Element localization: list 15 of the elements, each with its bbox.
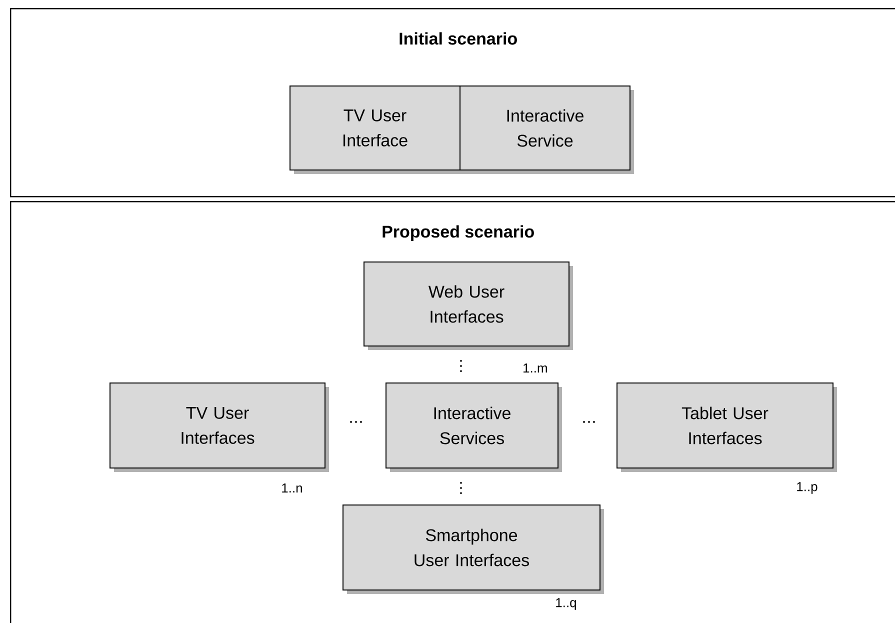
multiplicity-label: 1..m (524, 364, 547, 372)
component-box: Web User Interfaces (364, 262, 573, 350)
component-box: TV User Interface (290, 86, 464, 174)
component-box: Smartphone User Interfaces (342, 504, 604, 594)
ellipsis-dots: … (350, 421, 362, 423)
component-box: Interactive Service (460, 86, 634, 174)
ellipsis-dots: … (583, 421, 595, 423)
ellipsis-dots: ⋮ (460, 360, 462, 372)
multiplicity-label: 1..q (556, 598, 576, 610)
multiplicity-label: 1..n (282, 484, 302, 492)
component-box: Tablet User Interfaces (616, 382, 837, 472)
multiplicity-label: 1..p (797, 482, 818, 494)
component-box: Interactive Services (386, 382, 562, 472)
ellipsis-dots: ⋮ (460, 482, 462, 494)
component-box: TV User Interfaces (110, 382, 329, 472)
